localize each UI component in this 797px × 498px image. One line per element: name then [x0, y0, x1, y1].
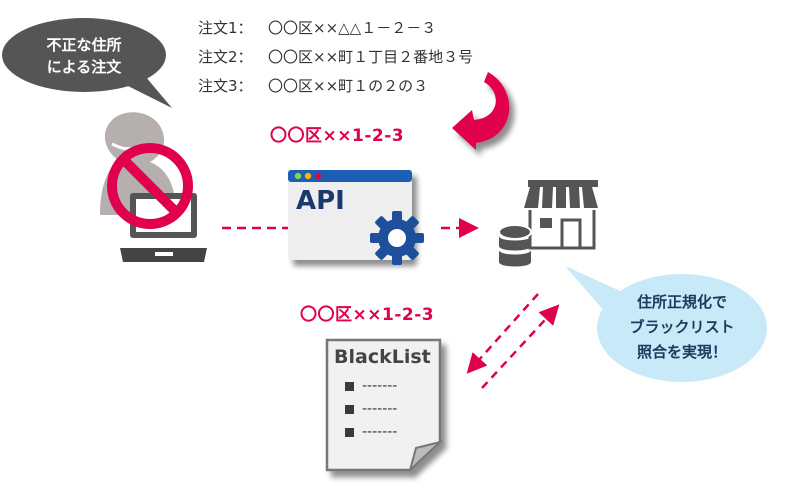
bullet-square-icon: [345, 404, 354, 414]
blacklist-document-icon: [325, 338, 444, 474]
blacklist-title: BlackList: [334, 346, 431, 368]
blacklist-item: -------: [345, 424, 397, 440]
fraud-bubble-text: 不正な住所 による注文: [28, 34, 140, 78]
normalized-address-bottom: 〇〇区××1-2-3: [300, 305, 435, 325]
orders-list: 注文1： 〇〇区××△△１－２－３ 注文2： 〇〇区××町１丁目２番地３号 注文3：…: [198, 14, 473, 101]
database-icon: [498, 224, 532, 267]
prohibited-icon: [107, 143, 193, 229]
fraud-bubble-line: 不正な住所: [46, 36, 122, 54]
result-bubble-text: 住所正規化で ブラックリスト 照合を実現！: [612, 290, 752, 365]
blacklist-item-text: -------: [362, 424, 398, 440]
order-row: 注文2： 〇〇区××町１丁目２番地３号: [198, 43, 473, 72]
fraud-bubble-line: による注文: [46, 58, 122, 76]
result-bubble-line: 照合を実現！: [636, 343, 727, 361]
order-row: 注文1： 〇〇区××△△１－２－３: [198, 14, 473, 43]
order-label: 注文2：: [198, 48, 253, 66]
result-speech-bubble: [565, 266, 767, 382]
blacklist-item: -------: [345, 401, 397, 417]
order-label: 注文1：: [198, 19, 253, 37]
blacklist-item-text: -------: [362, 401, 398, 417]
order-address: 〇〇区××町１丁目２番地３号: [268, 48, 474, 66]
normalized-address-top: 〇〇区××1-2-3: [270, 126, 405, 146]
bullet-square-icon: [345, 427, 354, 437]
order-row: 注文3： 〇〇区××町１の２の３: [198, 72, 473, 101]
bullet-square-icon: [345, 381, 354, 391]
normalize-arrow-icon: [452, 72, 510, 150]
fraud-speech-bubble: [2, 18, 172, 108]
flow-blacklist-to-store: [481, 304, 560, 389]
blacklist-item-text: -------: [362, 378, 398, 394]
flow-store-to-blacklist: [466, 293, 539, 374]
order-label: 注文3：: [198, 77, 253, 95]
api-label: API: [296, 186, 345, 216]
gear-icon: [370, 211, 424, 265]
order-address: 〇〇区××町１の２の３: [268, 77, 429, 95]
order-address: 〇〇区××△△１－２－３: [268, 19, 437, 37]
result-bubble-line: 住所正規化で: [636, 293, 727, 311]
store-icon: [524, 180, 598, 250]
blacklist-item: -------: [345, 378, 397, 394]
result-bubble-line: ブラックリスト: [629, 318, 735, 336]
